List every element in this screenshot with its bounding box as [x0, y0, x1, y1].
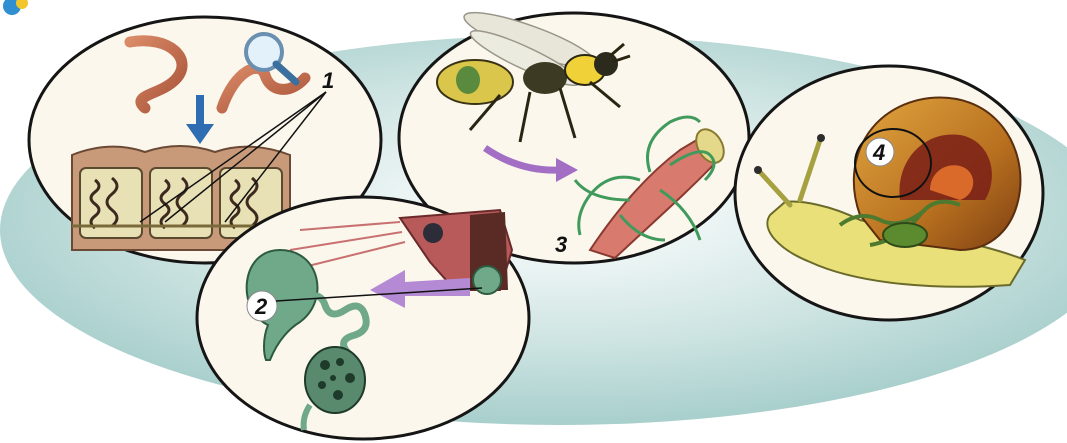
snail-panel: 4: [735, 66, 1043, 320]
corner-logo-icon: [3, 0, 28, 15]
label-2: 2: [254, 294, 268, 319]
gland-panel: 2: [197, 197, 529, 439]
label-1: 1: [322, 68, 334, 93]
label-4: 4: [872, 140, 885, 165]
label-3: 3: [555, 232, 567, 257]
